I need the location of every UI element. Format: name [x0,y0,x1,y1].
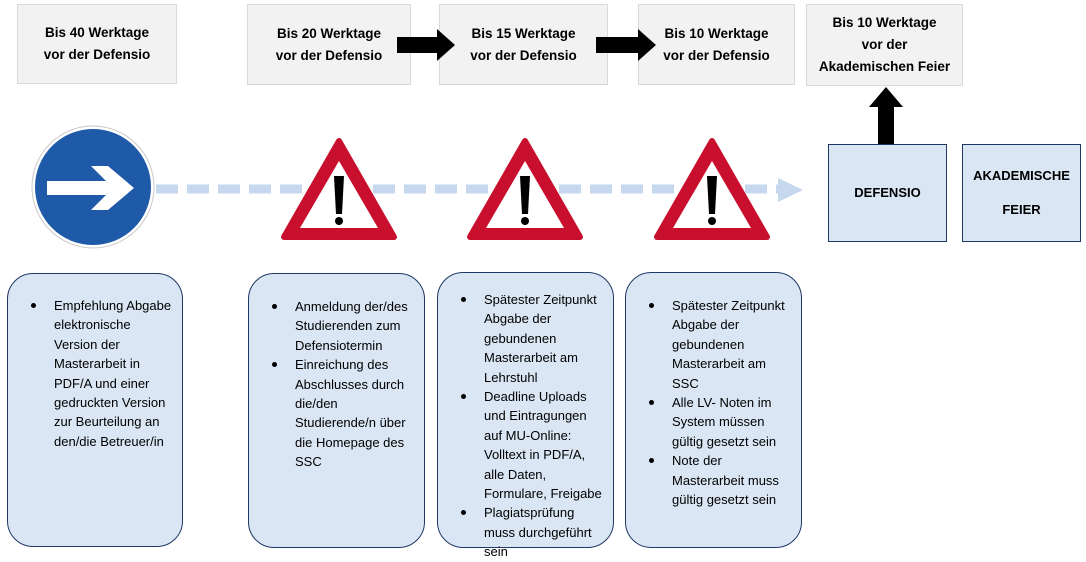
milestone-line: vor der Defensio [663,47,770,63]
list-item: Deadline Uploads und Eintragungen auf MU… [438,387,607,503]
milestone-10-days: Bis 10 Werktage vor der Defensio [638,4,795,85]
card-40-days: Empfehlung Abgabe elektronische Version … [7,273,183,547]
feier-label-line: FEIER [1002,202,1041,217]
black-arrow-right-icon [596,29,656,61]
card-list: Spätester Zeitpunkt Abgabe der gebundene… [626,296,795,509]
timeline-dashed-arrow [156,178,803,202]
defensio-label: DEFENSIO [854,185,921,200]
black-arrow-right-icon [397,29,455,61]
milestone-line: Bis 20 Werktage [276,25,382,41]
list-item: Note der Masterarbeit muss gültig gesetz… [626,451,795,509]
card-10-days: Spätester Zeitpunkt Abgabe der gebundene… [625,272,802,548]
card-list: Anmeldung der/des Studierenden zum Defen… [249,297,418,472]
milestone-line: Bis 40 Werktage [44,25,150,40]
list-item: Plagiatsprüfung muss durchgeführt sein [438,503,607,561]
card-list: Empfehlung Abgabe elektronische Version … [8,296,174,451]
milestone-line: Akademischen Feier [818,59,951,74]
warning-triangle-icon [281,138,397,240]
defensio-box: DEFENSIO [828,144,947,242]
milestone-40-days: Bis 40 Werktage vor der Defensio [17,4,177,84]
milestone-line: vor der Defensio [43,47,151,62]
milestone-line: Bis 15 Werktage [471,25,576,41]
milestone-10-days-feier: Bis 10 Werktage vor der Akademischen Fei… [806,4,963,86]
milestone-15-days: Bis 15 Werktage vor der Defensio [439,4,608,85]
list-item: Spätester Zeitpunkt Abgabe der gebundene… [626,296,795,393]
list-item: Einreichung des Abschlusses durch die/de… [249,355,418,471]
milestone-line: Bis 10 Werktage [664,25,769,41]
akademische-feier-box: AKADEMISCHE FEIER [962,144,1081,242]
card-20-days: Anmeldung der/des Studierenden zum Defen… [248,273,425,548]
card-list: Spätester Zeitpunkt Abgabe der gebundene… [438,290,607,562]
card-15-days: Spätester Zeitpunkt Abgabe der gebundene… [437,272,614,559]
milestone-line: vor der Defensio [470,47,577,63]
direction-arrow-sign-icon [31,125,155,249]
list-item: Empfehlung Abgabe elektronische Version … [8,296,174,451]
warning-triangle-icon [467,138,583,240]
milestone-line: vor der Defensio [275,47,383,63]
milestone-line: vor der [861,37,908,52]
feier-label-line: AKADEMISCHE [973,168,1070,183]
list-item: Alle LV- Noten im System müssen gültig g… [626,393,795,451]
black-arrow-up-icon [869,87,903,144]
milestone-line: Bis 10 Werktage [832,15,937,30]
list-item: Spätester Zeitpunkt Abgabe der gebundene… [438,290,607,387]
warning-triangle-icon [654,138,770,240]
list-item: Anmeldung der/des Studierenden zum Defen… [249,297,418,355]
